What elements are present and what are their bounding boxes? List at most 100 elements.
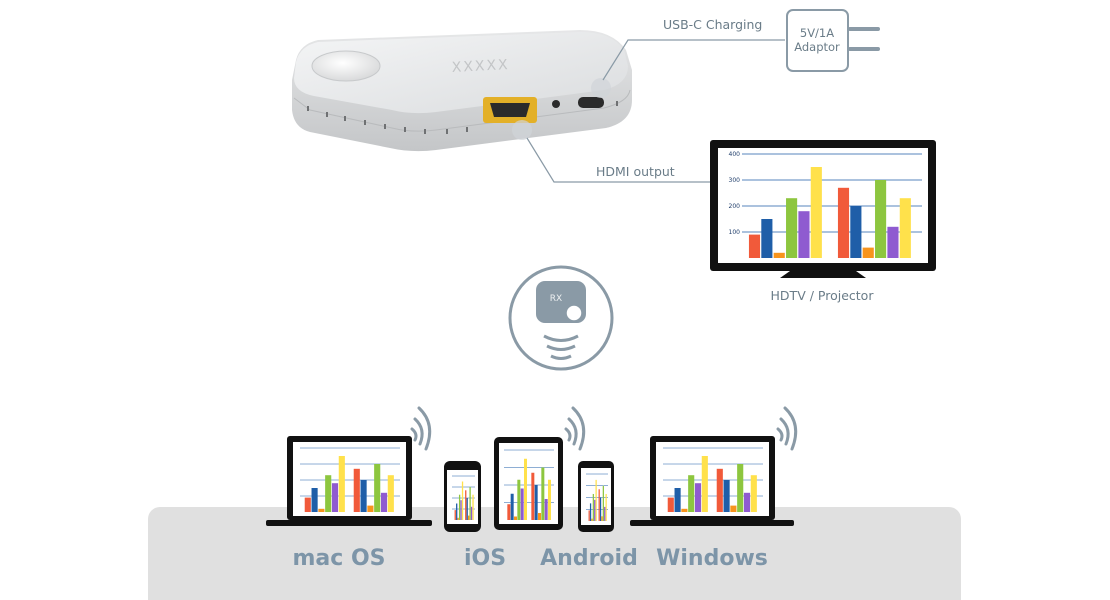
chart-bar — [737, 464, 744, 512]
hdmi-callout-line — [526, 137, 710, 183]
chart-bar — [325, 475, 332, 512]
chart-bar — [592, 493, 594, 521]
chart-bar — [353, 468, 360, 512]
ipad — [494, 437, 563, 530]
chart-bar — [338, 456, 345, 512]
chart-tick-label: 100 — [729, 229, 741, 236]
chart-bar — [472, 494, 474, 520]
wifi-signal-icon — [410, 406, 432, 451]
power-adaptor — [786, 9, 880, 72]
chart-bar — [507, 504, 511, 520]
chart-bar — [510, 493, 514, 520]
chart-bar — [850, 206, 862, 258]
chart-bar — [599, 497, 602, 521]
chart-bar — [798, 211, 810, 258]
adaptor-label-line1: 5V/1A — [800, 26, 834, 40]
audio-jack — [552, 100, 560, 108]
usb-charging-label: USB-C Charging — [663, 17, 762, 32]
chart-bar — [548, 479, 551, 520]
mac-laptop — [266, 436, 432, 526]
chart-tick-label: 300 — [729, 177, 741, 184]
chart-bar — [604, 506, 606, 521]
chart-bar — [716, 468, 723, 512]
chart-bar — [899, 198, 911, 258]
chart-bar — [681, 508, 688, 512]
chart-bar — [862, 247, 874, 258]
platform-label-android: Android — [540, 546, 638, 571]
chart-bar — [588, 510, 590, 521]
chart-bar — [667, 497, 674, 512]
usb-callout-line — [602, 39, 785, 81]
chart-bar — [517, 479, 521, 520]
chart-tick-label: 200 — [729, 203, 741, 210]
chart-bar — [541, 467, 545, 520]
chart-bar — [701, 456, 708, 512]
chart-bar — [786, 198, 798, 258]
chart-bar — [461, 481, 464, 520]
chart-bar — [591, 518, 593, 521]
chart-bar — [538, 513, 541, 520]
chart-bar — [837, 187, 850, 258]
chart-bar — [466, 498, 468, 520]
chart-bar — [595, 479, 597, 521]
chart-bar — [456, 503, 458, 520]
chart-bar — [594, 499, 596, 521]
wifi-signal-icon — [776, 406, 798, 451]
chart-bar — [520, 488, 524, 520]
chart-bar — [589, 503, 592, 521]
hdmi-output-label: HDMI output — [596, 164, 675, 179]
chart-bar — [514, 516, 517, 520]
chart-bar — [468, 515, 470, 520]
chart-bar — [743, 492, 751, 512]
chart-bar — [534, 485, 538, 520]
chart-bar — [311, 488, 318, 512]
chart-bar — [454, 510, 456, 520]
chart-bar — [460, 500, 462, 520]
chart-bar — [469, 487, 471, 520]
platform-label-macos: mac OS — [292, 546, 385, 571]
chart-bar — [470, 506, 473, 520]
adaptor-label-line2: Adaptor — [794, 40, 840, 54]
chart-bar — [524, 458, 527, 520]
chart-bar — [387, 475, 394, 512]
chart-bar — [750, 475, 757, 512]
chart-bar — [887, 226, 899, 258]
chart-bar — [688, 475, 695, 512]
chart-bar — [458, 494, 461, 520]
device-brand-mark: XXXXX — [451, 57, 510, 76]
wifi-signal-icon — [564, 406, 586, 451]
android-phone — [578, 461, 614, 532]
chart-bar — [318, 508, 325, 512]
platform-label-windows: Windows — [656, 546, 768, 571]
chart-bar — [531, 472, 535, 520]
chart-bar — [723, 480, 730, 512]
chart-bar — [457, 517, 459, 520]
chart-bar — [544, 499, 548, 520]
wireless-receiver-icon: RX — [508, 265, 614, 371]
device-button-icon — [311, 50, 381, 82]
chart-bar — [810, 167, 822, 258]
chart-bar — [367, 505, 374, 512]
platform-label-ios: iOS — [464, 546, 506, 571]
chart-bar — [360, 480, 367, 512]
chart-bar — [602, 485, 604, 521]
iphone — [444, 461, 481, 532]
device-mark-label: RX — [550, 294, 562, 304]
usb-callout-dot — [591, 78, 611, 98]
chart-tick-label: 400 — [729, 151, 741, 158]
chart-bar — [674, 488, 681, 512]
chart-bar — [761, 219, 773, 258]
usbc-port — [578, 97, 604, 108]
chart-bar — [304, 497, 311, 512]
hdmi-callout-dot — [512, 120, 532, 140]
chart-bar — [598, 489, 600, 521]
windows-laptop — [630, 436, 794, 526]
chart-bar — [601, 516, 603, 521]
base-platform — [148, 507, 961, 600]
chart-bar — [875, 180, 887, 258]
chart-bar — [380, 492, 388, 512]
chart-bar — [605, 493, 607, 521]
chart-bar — [331, 483, 339, 512]
chart-bar — [773, 252, 785, 258]
